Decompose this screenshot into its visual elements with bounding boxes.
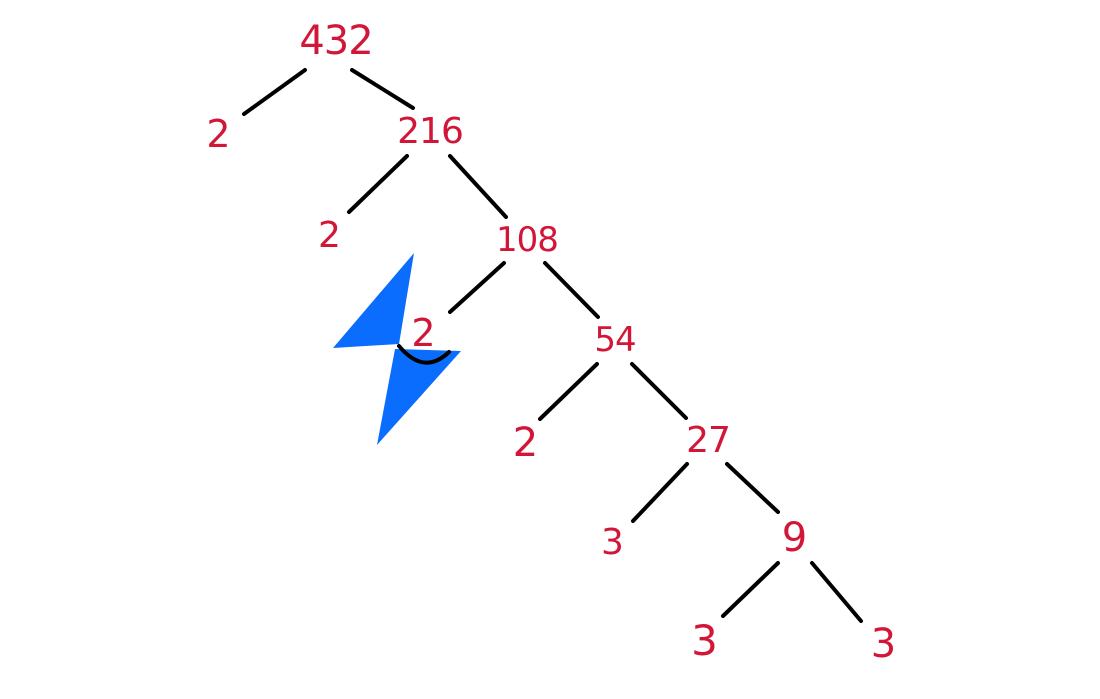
tree-node-27: 27	[686, 420, 731, 461]
tree-node-9: 9	[781, 515, 807, 561]
edge-54-27	[630, 362, 688, 420]
tree-node-3-level5: 3	[601, 522, 624, 563]
tree-node-54: 54	[594, 320, 636, 360]
edge-216-108	[448, 154, 508, 219]
tree-node-432: 432	[299, 18, 373, 64]
edge-216-2	[347, 154, 409, 214]
arc-under-middle-2-icon	[397, 344, 451, 365]
tree-node-3-left: 3	[691, 616, 718, 665]
tree-node-2-level3: 2	[411, 311, 435, 355]
tree-edges	[242, 68, 863, 623]
tree-node-2-level2: 2	[318, 215, 341, 256]
edge-108-2	[448, 261, 506, 314]
tree-node-216: 216	[397, 111, 464, 152]
edge-9-3-left	[721, 561, 780, 618]
tree-node-108: 108	[496, 220, 559, 260]
tree-node-3-right: 3	[870, 621, 896, 667]
edge-9-3-right	[810, 561, 863, 623]
lightning-bolt-icon	[333, 253, 461, 445]
bolt-lower-triangle	[377, 349, 461, 445]
bolt-upper-triangle	[333, 253, 414, 348]
tree-node-2-level1: 2	[206, 112, 230, 156]
edge-432-2	[242, 68, 307, 116]
edge-27-3	[631, 462, 689, 523]
edge-27-9	[725, 462, 780, 514]
edge-108-54	[543, 261, 600, 319]
edge-54-2	[538, 362, 599, 421]
edge-432-216	[350, 68, 415, 110]
tree-node-2-level4: 2	[512, 420, 538, 466]
